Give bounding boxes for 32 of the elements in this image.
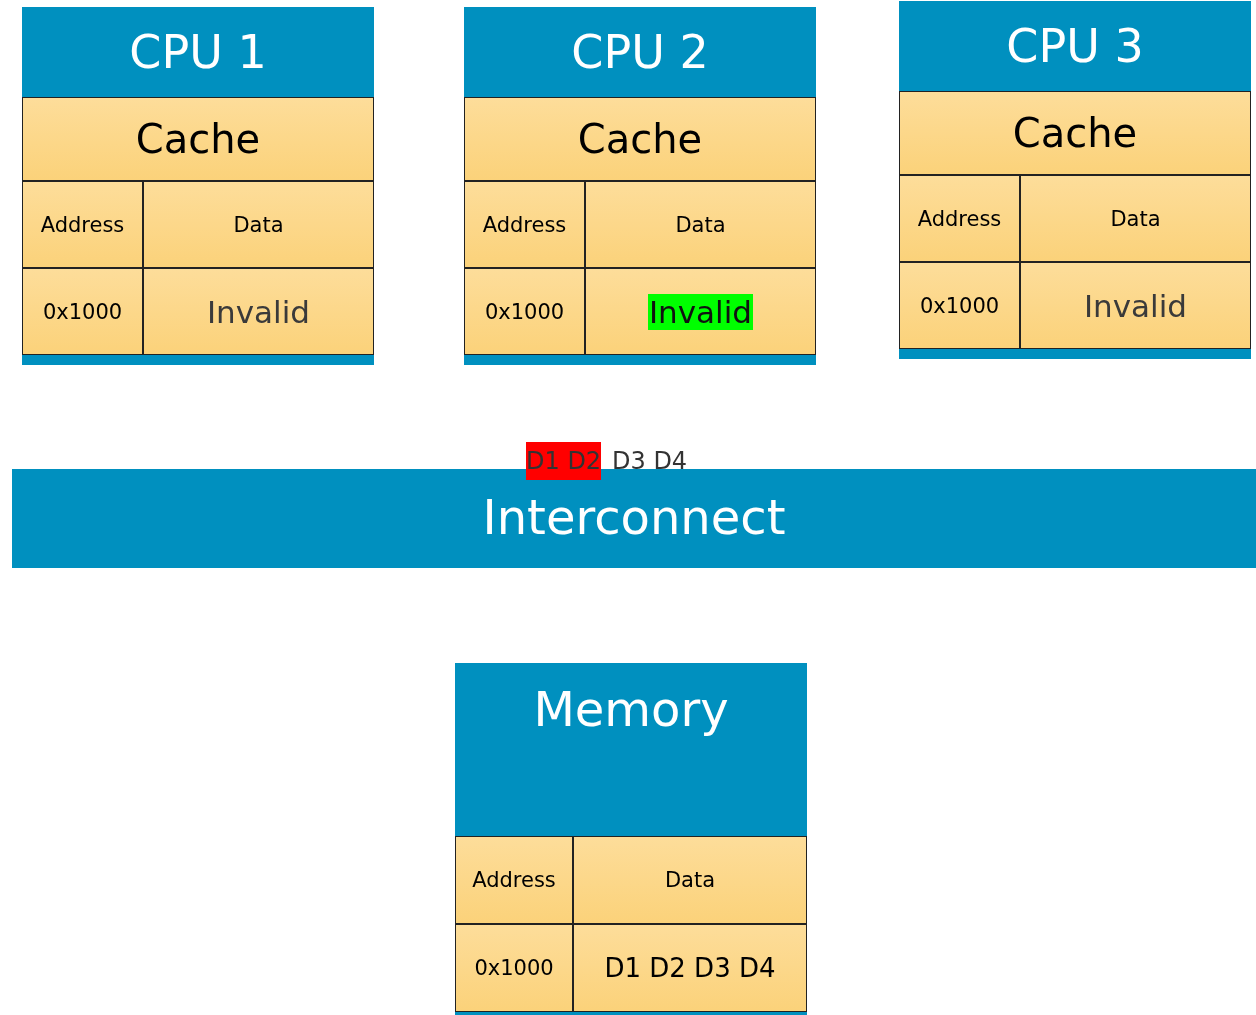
- data-cell: Invalid: [1020, 262, 1251, 349]
- panel-title: CPU 3: [1005, 19, 1145, 73]
- interconnect-bus: [12, 469, 1256, 568]
- column-header: Data: [585, 181, 816, 268]
- column-header: Address: [22, 181, 143, 268]
- data-cell: [585, 268, 816, 355]
- column-header: Data: [1020, 175, 1251, 262]
- panel-title: CPU 1: [128, 25, 268, 79]
- column-header: Data: [143, 181, 374, 268]
- column-header: Address: [464, 181, 585, 268]
- column-header: Address: [899, 175, 1020, 262]
- address-cell: 0x1000: [22, 268, 143, 355]
- data-cell: Invalid: [143, 268, 374, 355]
- data-label: D3 D4: [612, 446, 688, 477]
- highlighted-text: Invalid: [647, 293, 753, 330]
- address-cell: 0x1000: [899, 262, 1020, 349]
- panel-title: Memory: [532, 681, 730, 737]
- data-cell: D1 D2 D3 D4: [573, 924, 807, 1012]
- column-header: Address: [455, 836, 573, 924]
- cpu-panel: [899, 1, 1251, 359]
- cpu-panel: [464, 7, 816, 365]
- cache-header-band: Cache: [899, 91, 1251, 175]
- address-cell: 0x1000: [455, 924, 573, 1012]
- bus-label: Interconnect: [481, 489, 787, 545]
- cache-header-band: Cache: [464, 97, 816, 181]
- highlighted-data-label: D1 D2: [526, 442, 602, 480]
- panel-title: CPU 2: [570, 25, 710, 79]
- cpu-panel: [22, 7, 374, 365]
- cache-header-band: Cache: [22, 97, 374, 181]
- address-cell: 0x1000: [464, 268, 585, 355]
- memory-panel: [455, 663, 807, 1015]
- column-header: Data: [573, 836, 807, 924]
